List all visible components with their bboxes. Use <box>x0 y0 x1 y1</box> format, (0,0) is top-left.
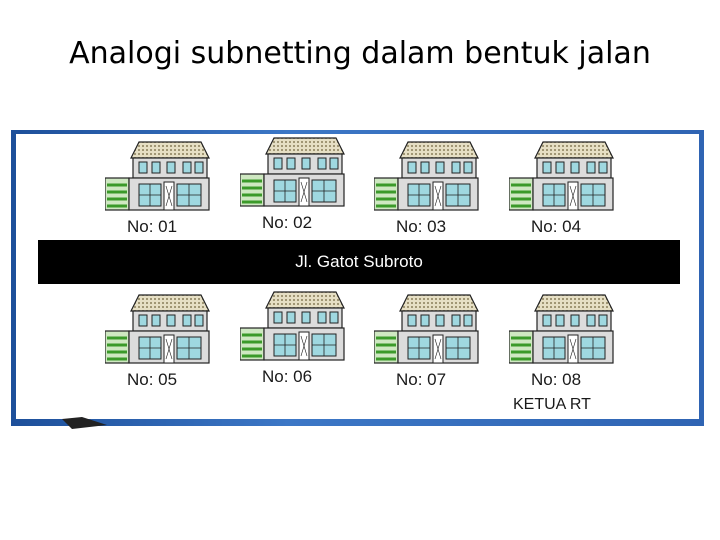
house-icon <box>105 140 211 212</box>
house-04: No: 04 <box>509 140 621 240</box>
decorative-shape <box>62 417 107 429</box>
house-number: No: 04 <box>531 217 582 236</box>
house-02: No: 02 <box>240 136 352 236</box>
house-05: No: 05 <box>105 293 217 393</box>
house-icon <box>105 293 211 365</box>
house-08: No: 08 <box>509 293 621 393</box>
house-07: No: 07 <box>374 293 486 393</box>
house-number: No: 08 <box>531 370 582 389</box>
house-icon <box>374 140 480 212</box>
house-icon <box>240 290 346 362</box>
house-01: No: 01 <box>105 140 217 240</box>
house-icon <box>509 293 615 365</box>
house-number: No: 01 <box>127 217 178 236</box>
house-number: No: 06 <box>262 367 313 386</box>
street-name: Jl. Gatot Subroto <box>295 252 423 271</box>
house-icon <box>509 140 615 212</box>
house-number: No: 05 <box>127 370 178 389</box>
house-icon <box>374 293 480 365</box>
house-number: No: 02 <box>262 213 313 232</box>
house-number: No: 03 <box>396 217 447 236</box>
house-number: No: 07 <box>396 370 447 389</box>
house-08-note: KETUA RT <box>513 396 591 413</box>
house-03: No: 03 <box>374 140 486 240</box>
house-icon <box>240 136 346 208</box>
street-road: Jl. Gatot Subroto <box>38 240 680 284</box>
slide-title: Analogi subnetting dalam bentuk jalan <box>69 36 651 71</box>
house-06: No: 06 <box>240 290 352 390</box>
